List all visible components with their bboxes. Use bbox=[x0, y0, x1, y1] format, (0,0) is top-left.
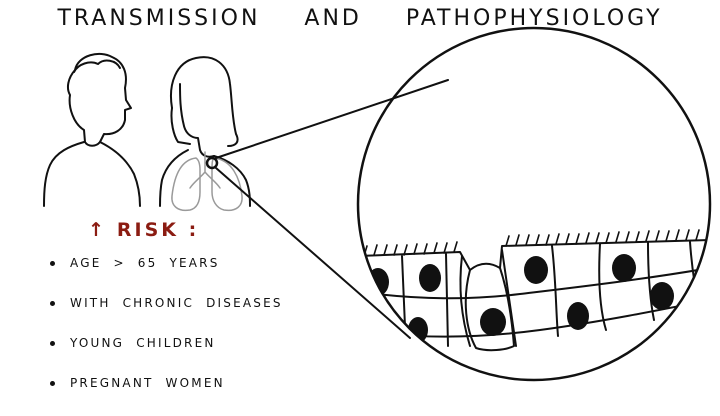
risk-label: RISK : bbox=[116, 219, 200, 241]
zoom-line-upper bbox=[215, 79, 449, 159]
title-part-3: Pathophysiology bbox=[405, 6, 663, 31]
up-arrow-icon: ↑ bbox=[88, 219, 107, 241]
bullet-icon bbox=[50, 261, 55, 266]
risk-factor-text: PREGNANT WOMEN bbox=[70, 376, 225, 390]
magnifier-ring bbox=[356, 26, 712, 382]
risk-heading: ↑ RISK : bbox=[88, 219, 199, 241]
illustration-canvas bbox=[43, 26, 712, 382]
risk-factor-text: AGE > 65 YEARS bbox=[70, 256, 220, 270]
bullet-icon bbox=[50, 341, 55, 346]
person-right bbox=[159, 56, 251, 207]
bullet-icon bbox=[50, 381, 55, 386]
lungs-icon bbox=[171, 151, 243, 212]
person-left bbox=[43, 52, 141, 207]
title-part-2: and bbox=[304, 6, 362, 31]
risk-factor-text: WITH CHRONIC DISEASES bbox=[70, 296, 283, 310]
magnified-epithelium bbox=[359, 229, 710, 352]
title-part-1: Transmission bbox=[57, 6, 261, 31]
risk-factor-text: YOUNG CHILDREN bbox=[70, 336, 216, 350]
zoom-line-lower bbox=[215, 167, 411, 339]
bullet-icon bbox=[50, 301, 55, 306]
page-title: Transmission and Pathophysiology bbox=[0, 6, 720, 31]
focus-ring bbox=[205, 156, 219, 170]
